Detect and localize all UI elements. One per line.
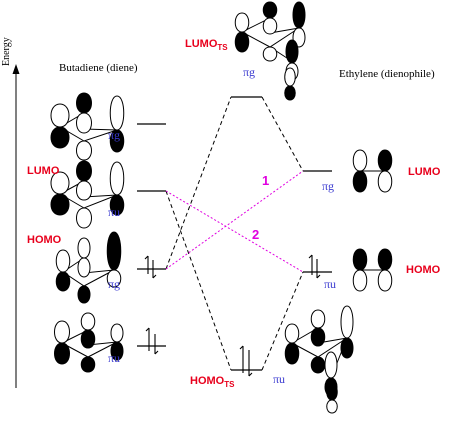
orbital-ethylene-lumo (352, 149, 393, 193)
ethylene-lumo-label: LUMO (408, 166, 441, 178)
interaction-line-1 (165, 170, 304, 270)
butadiene-homo-label: HOMO (27, 234, 62, 246)
electron-pair-diene-homo (144, 255, 157, 279)
electron-pairs (144, 254, 321, 377)
orbital-butadiene-pi-g-upper (50, 92, 125, 161)
butadiene-lumo-symmetry: πu (108, 205, 121, 219)
lumo-ts-symmetry: πg (243, 65, 256, 79)
diene-header: Butadiene (diene) (59, 62, 138, 74)
interaction-lines (165, 170, 304, 273)
energy-axis-label: Energy (1, 37, 12, 66)
interaction-2-label: 2 (252, 227, 260, 242)
interaction-line-2 (165, 190, 304, 273)
ethylene-homo-label: HOMO (406, 264, 441, 276)
ethylene-lumo-symmetry: πg (322, 179, 335, 193)
butadiene-pi-g-upper-symmetry: πg (108, 128, 121, 142)
orbital-butadiene-lumo (50, 160, 125, 229)
lumo-ts-label: LUMOTS (185, 38, 228, 53)
correlation-lines (165, 96, 304, 371)
butadiene-lumo-label: LUMO (27, 165, 60, 177)
interaction-1-label: 1 (262, 173, 270, 188)
butadiene-homo-symmetry: πg (108, 277, 121, 291)
orbital-lumo-ts (234, 1, 306, 101)
electron-pair-homo-ts (239, 345, 253, 377)
ethylene-homo-symmetry: πu (324, 277, 337, 291)
orbital-butadiene-homo (55, 231, 122, 304)
butadiene-pi-u-lower-symmetry: πu (108, 351, 121, 365)
orbital-butadiene-pi-u-lower (54, 312, 124, 373)
homo-ts-label: HOMOTS (190, 375, 235, 390)
homo-ts-symmetry: πu (273, 372, 286, 386)
dienophile-header: Ethylene (dienophile) (339, 68, 435, 80)
energy-levels (137, 96, 332, 371)
orbital-ethylene-homo (352, 248, 393, 292)
energy-axis (12, 64, 20, 388)
orbital-homo-ts (284, 305, 354, 414)
electron-pair-ethylene-homo (308, 254, 321, 279)
electron-pair-diene-pi-u (145, 327, 159, 355)
